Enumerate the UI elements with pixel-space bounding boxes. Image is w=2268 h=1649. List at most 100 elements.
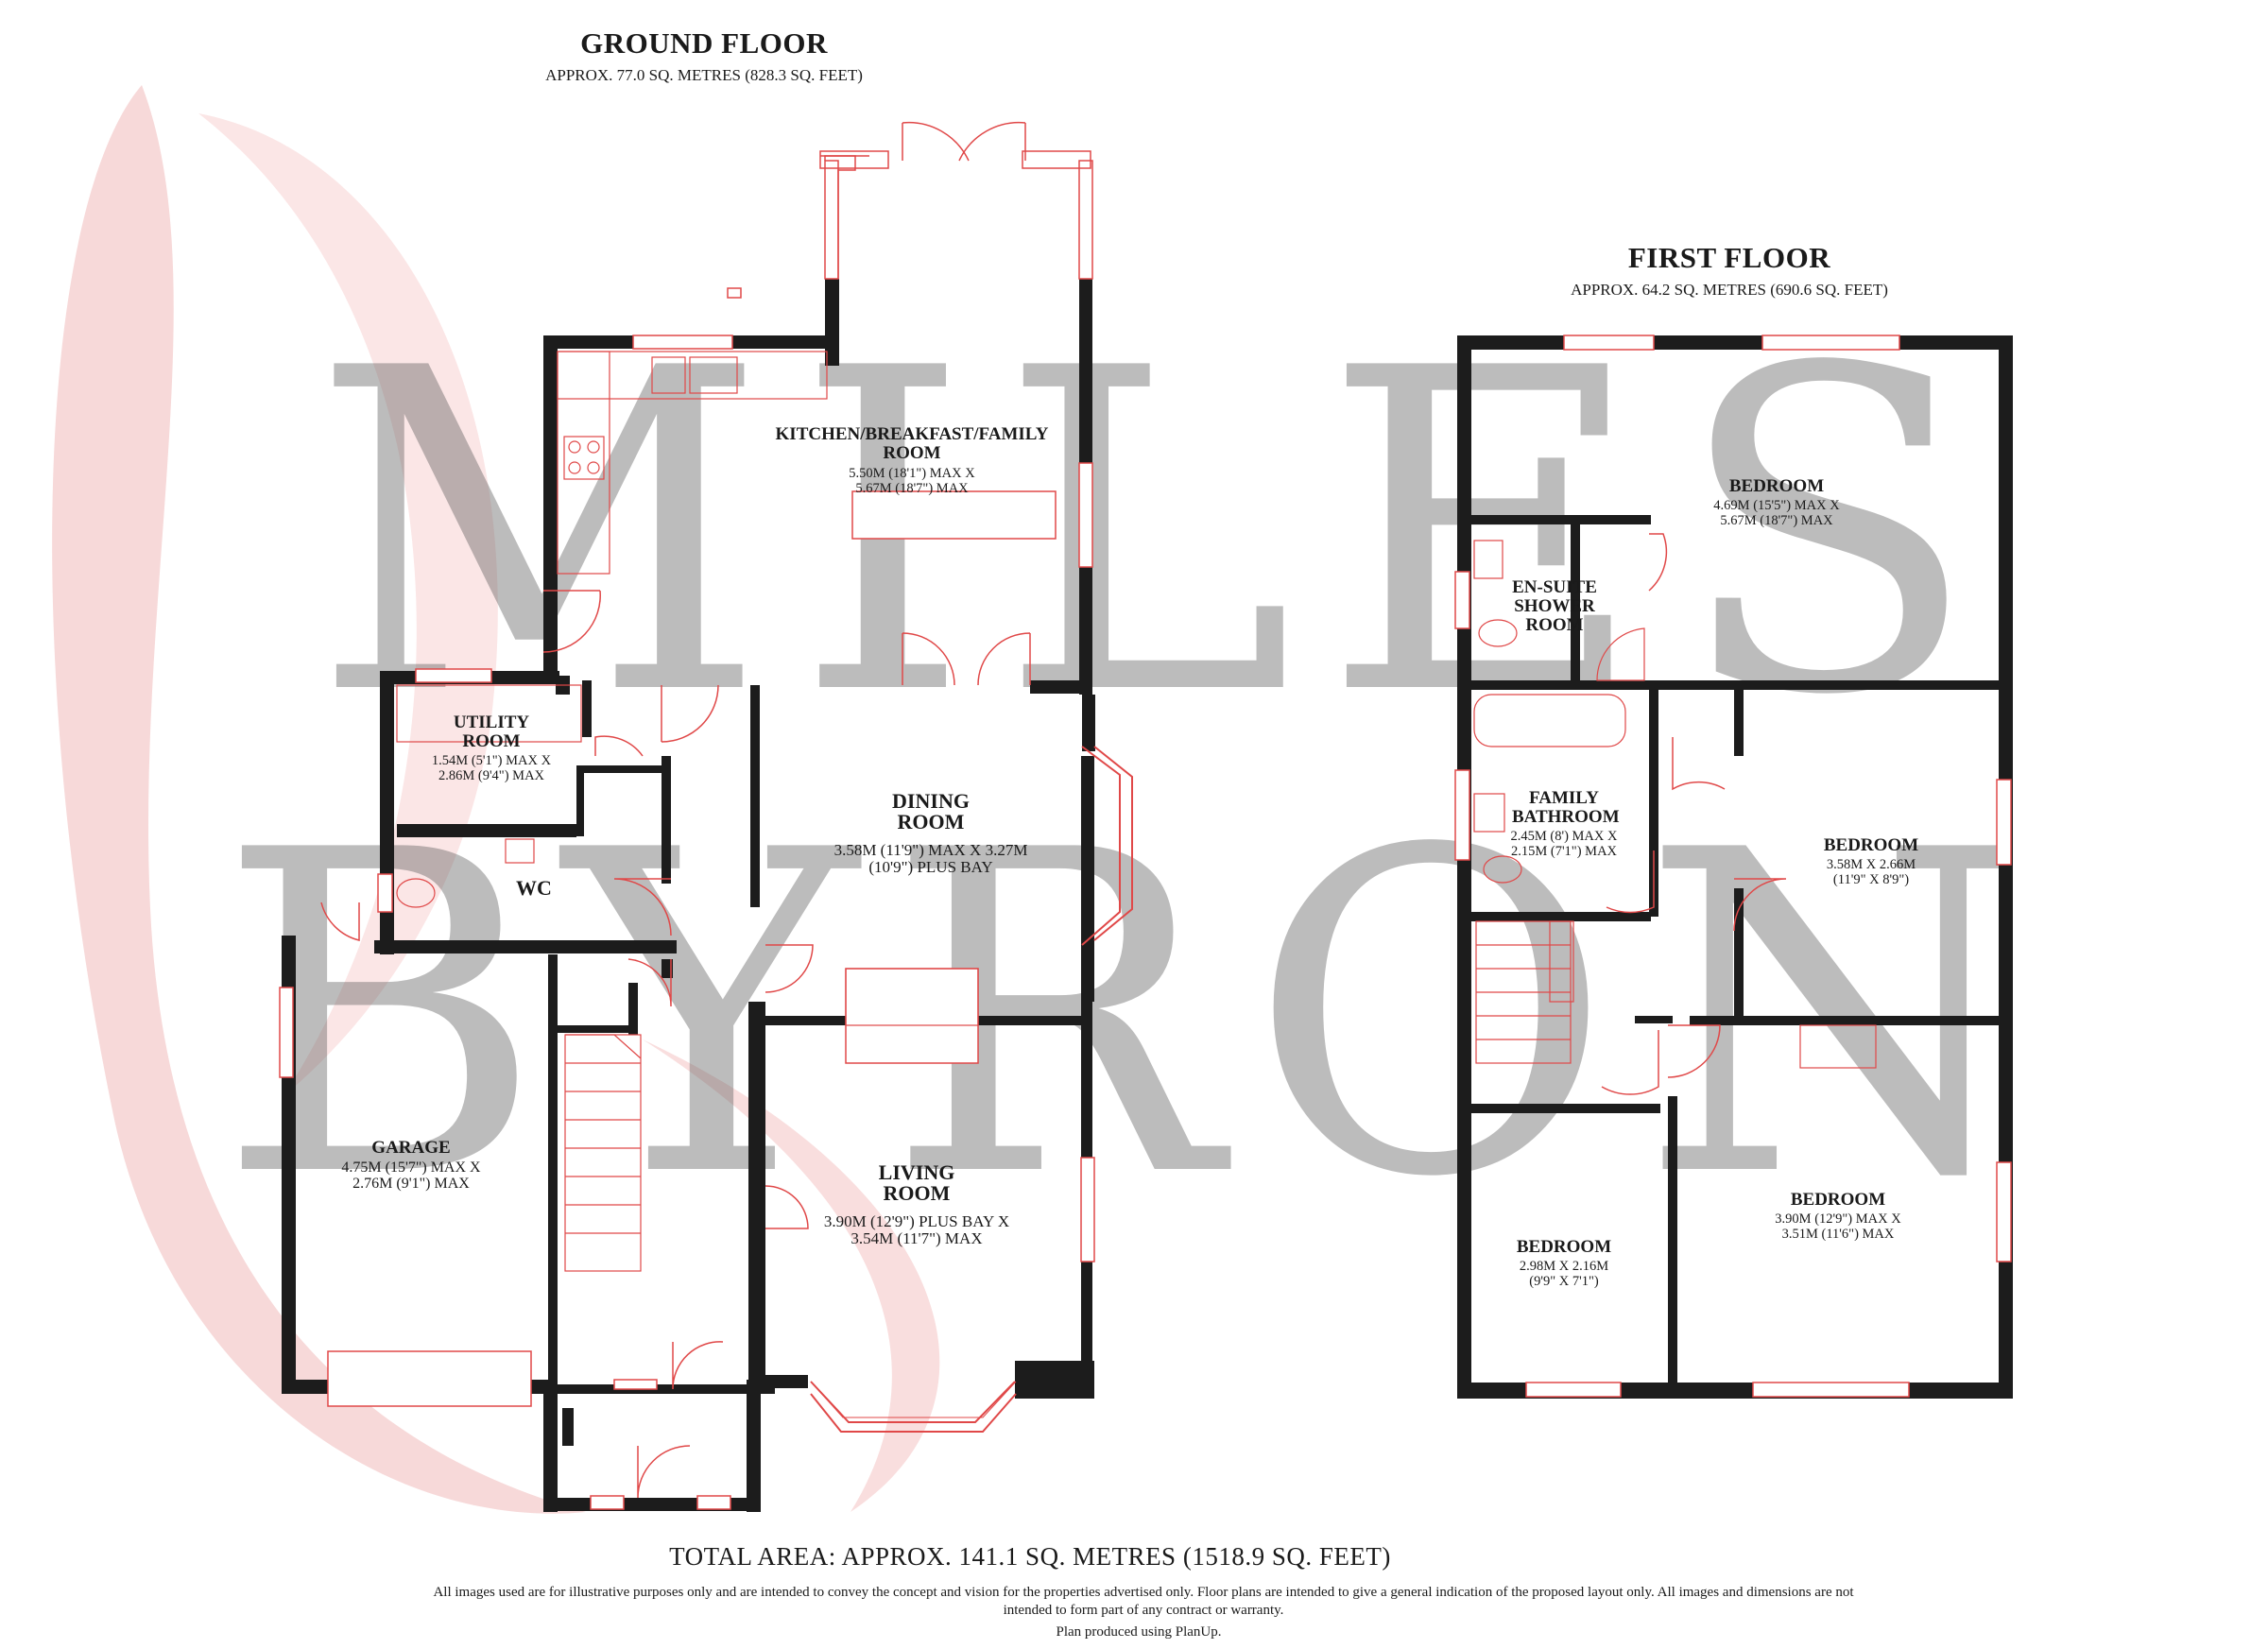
- watermark-swoosh-large: [52, 85, 586, 1514]
- room-dimensions: 3.90M (12'9") PLUS BAY X 3.54M (11'7") M…: [823, 1212, 1010, 1247]
- window: [1454, 571, 1470, 629]
- kitchen-sink: [651, 356, 686, 394]
- door-swing: [320, 902, 360, 941]
- door-swing: [613, 878, 672, 936]
- window-corner: [824, 155, 856, 279]
- room-name: UTILITY ROOM: [453, 713, 530, 751]
- wall: [1471, 1104, 1660, 1113]
- wall: [1734, 685, 1744, 756]
- wall: [1999, 335, 2013, 1399]
- door-swing: [1672, 737, 1726, 791]
- bay-window: [810, 1381, 1017, 1418]
- room-name: BEDROOM: [1823, 835, 1919, 855]
- wall: [1571, 518, 1580, 683]
- room-label-kitchen: KITCHEN/BREAKFAST/FAMILY ROOM 5.50M (18'…: [770, 424, 1054, 497]
- room-dimensions: 5.50M (18'1") MAX X 5.67M (18'7") MAX: [849, 466, 975, 496]
- room-name: KITCHEN/BREAKFAST/FAMILY ROOM: [775, 424, 1049, 463]
- door-swing: [902, 121, 970, 162]
- disclaimer: All images used are for illustrative pur…: [433, 1585, 1854, 1618]
- wall: [1635, 1016, 1673, 1023]
- kitchen-worktop: [557, 351, 610, 575]
- wall: [1690, 1016, 2002, 1025]
- window: [327, 1350, 532, 1407]
- total-area: TOTAL AREA: APPROX. 141.1 SQ. METRES (15…: [669, 1542, 1391, 1571]
- wall: [548, 954, 558, 1389]
- room-dimensions: 2.45M (8') MAX X 2.15M (7'1") MAX: [1510, 829, 1618, 859]
- ensuite-basin: [1473, 540, 1503, 579]
- watermark-line2: BYRON: [217, 757, 2058, 1274]
- wall: [1668, 1096, 1677, 1389]
- room-dimensions: 3.58M X 2.66M (11'9" X 8'9"): [1826, 857, 1916, 887]
- wall: [1030, 680, 1092, 694]
- wall: [750, 685, 760, 907]
- wall: [1015, 1361, 1094, 1399]
- wall: [397, 824, 576, 837]
- first-floor-title: FIRST FLOOR: [1627, 241, 1831, 274]
- door-swing: [637, 1445, 691, 1499]
- window: [590, 1495, 625, 1510]
- room-label-bedroom-4: BEDROOM 2.98M X 2.16M (9'9" X 7'1"): [1474, 1238, 1654, 1290]
- room-label-bedroom-1: BEDROOM 4.69M (15'5") MAX X 5.67M (18'7"…: [1682, 476, 1871, 529]
- door-swing: [1667, 1024, 1721, 1078]
- room-name: BEDROOM: [1728, 476, 1825, 496]
- wall: [1734, 888, 1744, 1021]
- window: [1454, 769, 1470, 861]
- door-swing: [977, 632, 1031, 686]
- wall: [582, 680, 592, 737]
- room-dimensions: 3.58M (11'9") MAX X 3.27M (10'9") PLUS B…: [833, 841, 1028, 876]
- window: [1996, 779, 2012, 866]
- room-label-utility: UTILITY ROOM 1.54M (5'1") MAX X 2.86M (9…: [421, 713, 562, 784]
- wall: [628, 983, 638, 1035]
- wall: [543, 335, 558, 676]
- wc-toilet: [396, 878, 436, 908]
- window: [727, 287, 742, 299]
- door-swing: [1733, 878, 1787, 932]
- window: [1752, 1382, 1910, 1398]
- ground-floor-fixtures: [396, 351, 979, 1026]
- kitchen-drainer: [689, 356, 738, 394]
- wall: [1082, 695, 1095, 751]
- bay-window: [810, 1393, 1017, 1433]
- window: [1525, 1382, 1622, 1398]
- first-floor-area: APPROX. 64.2 SQ. METRES (690.6 SQ. FEET): [1571, 281, 1888, 299]
- wall: [825, 279, 839, 366]
- stair-outline: [564, 1034, 642, 1272]
- window: [377, 873, 393, 913]
- room-label-wc: WC: [516, 876, 552, 900]
- room-dimensions: 1.54M (5'1") MAX X 2.86M (9'4") MAX: [431, 753, 552, 783]
- room-dimensions: 4.69M (15'5") MAX X 5.67M (18'7") MAX: [1713, 498, 1840, 528]
- window: [1996, 1161, 2012, 1263]
- window: [1078, 462, 1093, 568]
- wall: [543, 1389, 558, 1512]
- wall: [1081, 756, 1094, 1002]
- bedroom-wardrobe: [1799, 1024, 1877, 1069]
- wall: [1457, 335, 2013, 350]
- window: [1078, 160, 1093, 280]
- first-floor-fixtures: [1473, 540, 1877, 1069]
- ground-floor-doors: [320, 121, 1031, 1499]
- window: [632, 335, 733, 350]
- wall: [558, 1025, 638, 1033]
- window: [1563, 335, 1655, 351]
- window: [1022, 150, 1091, 169]
- kitchen-extension-frames: [810, 150, 1133, 1433]
- ground-floor-plan: [279, 121, 1133, 1512]
- window: [845, 968, 979, 1064]
- room-label-living: LIVING ROOM 3.90M (12'9") PLUS BAY X 3.5…: [803, 1162, 1030, 1247]
- door-swing: [1601, 1030, 1659, 1095]
- wall: [747, 1380, 761, 1512]
- room-name: GARAGE: [371, 1138, 451, 1158]
- door-swing: [765, 1185, 809, 1229]
- wall: [1457, 335, 1471, 1399]
- room-label-bedroom-3: BEDROOM 3.90M (12'9") MAX X 3.51M (11'6"…: [1744, 1191, 1933, 1243]
- room-dimensions: 4.75M (15'7") MAX X 2.76M (9'1") MAX: [341, 1159, 481, 1192]
- window: [1761, 335, 1900, 351]
- ground-floor-stairs: [564, 1034, 642, 1272]
- bay-window: [1093, 746, 1133, 941]
- ground-floor-title: GROUND FLOOR: [580, 26, 828, 60]
- wall: [662, 756, 671, 884]
- bath-basin: [1473, 793, 1505, 833]
- watermark-swoosh-tail: [643, 1039, 940, 1512]
- door-swing: [594, 735, 644, 757]
- watermark-swoosh-inner: [198, 113, 498, 1096]
